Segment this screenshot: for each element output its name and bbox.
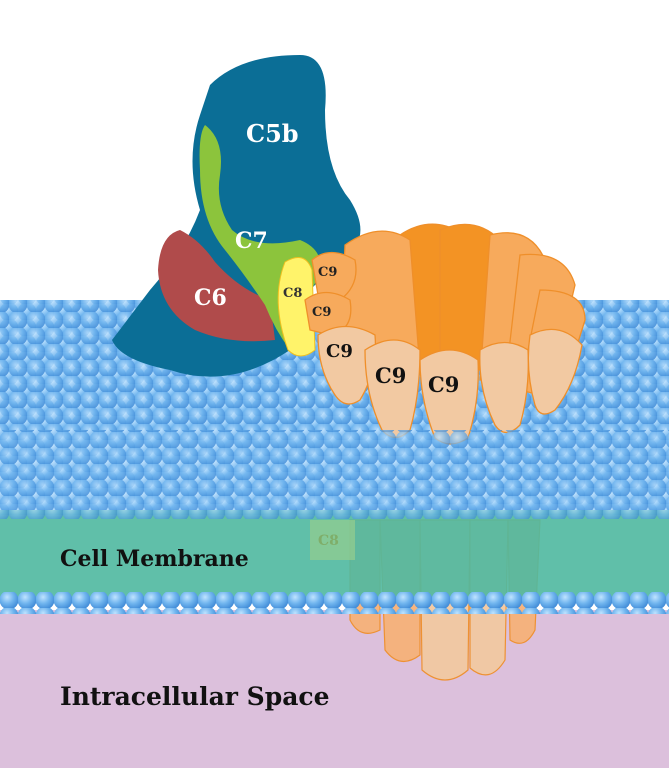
c6-protein (158, 230, 275, 342)
cell-membrane-label: Cell Membrane (60, 546, 249, 572)
c6-label: C6 (194, 285, 227, 311)
c9-label: C9 (312, 305, 331, 320)
c9-label: C9 (375, 363, 406, 388)
c8-protein (277, 257, 316, 357)
c9-pore (304, 223, 586, 445)
intracellular-space-label: Intracellular Space (60, 682, 330, 711)
c8-inner-region (310, 520, 355, 560)
c7-label: C7 (235, 228, 268, 254)
c8-label: C8 (283, 286, 302, 301)
intracellular-space (0, 610, 669, 768)
membrane-front-layer (0, 430, 669, 510)
c9-label: C9 (428, 372, 459, 397)
c5b-label: C5b (246, 119, 299, 148)
c9-label: C9 (318, 265, 337, 280)
c9-label: C9 (326, 341, 353, 362)
c8-inner-label: C8 (318, 533, 339, 549)
